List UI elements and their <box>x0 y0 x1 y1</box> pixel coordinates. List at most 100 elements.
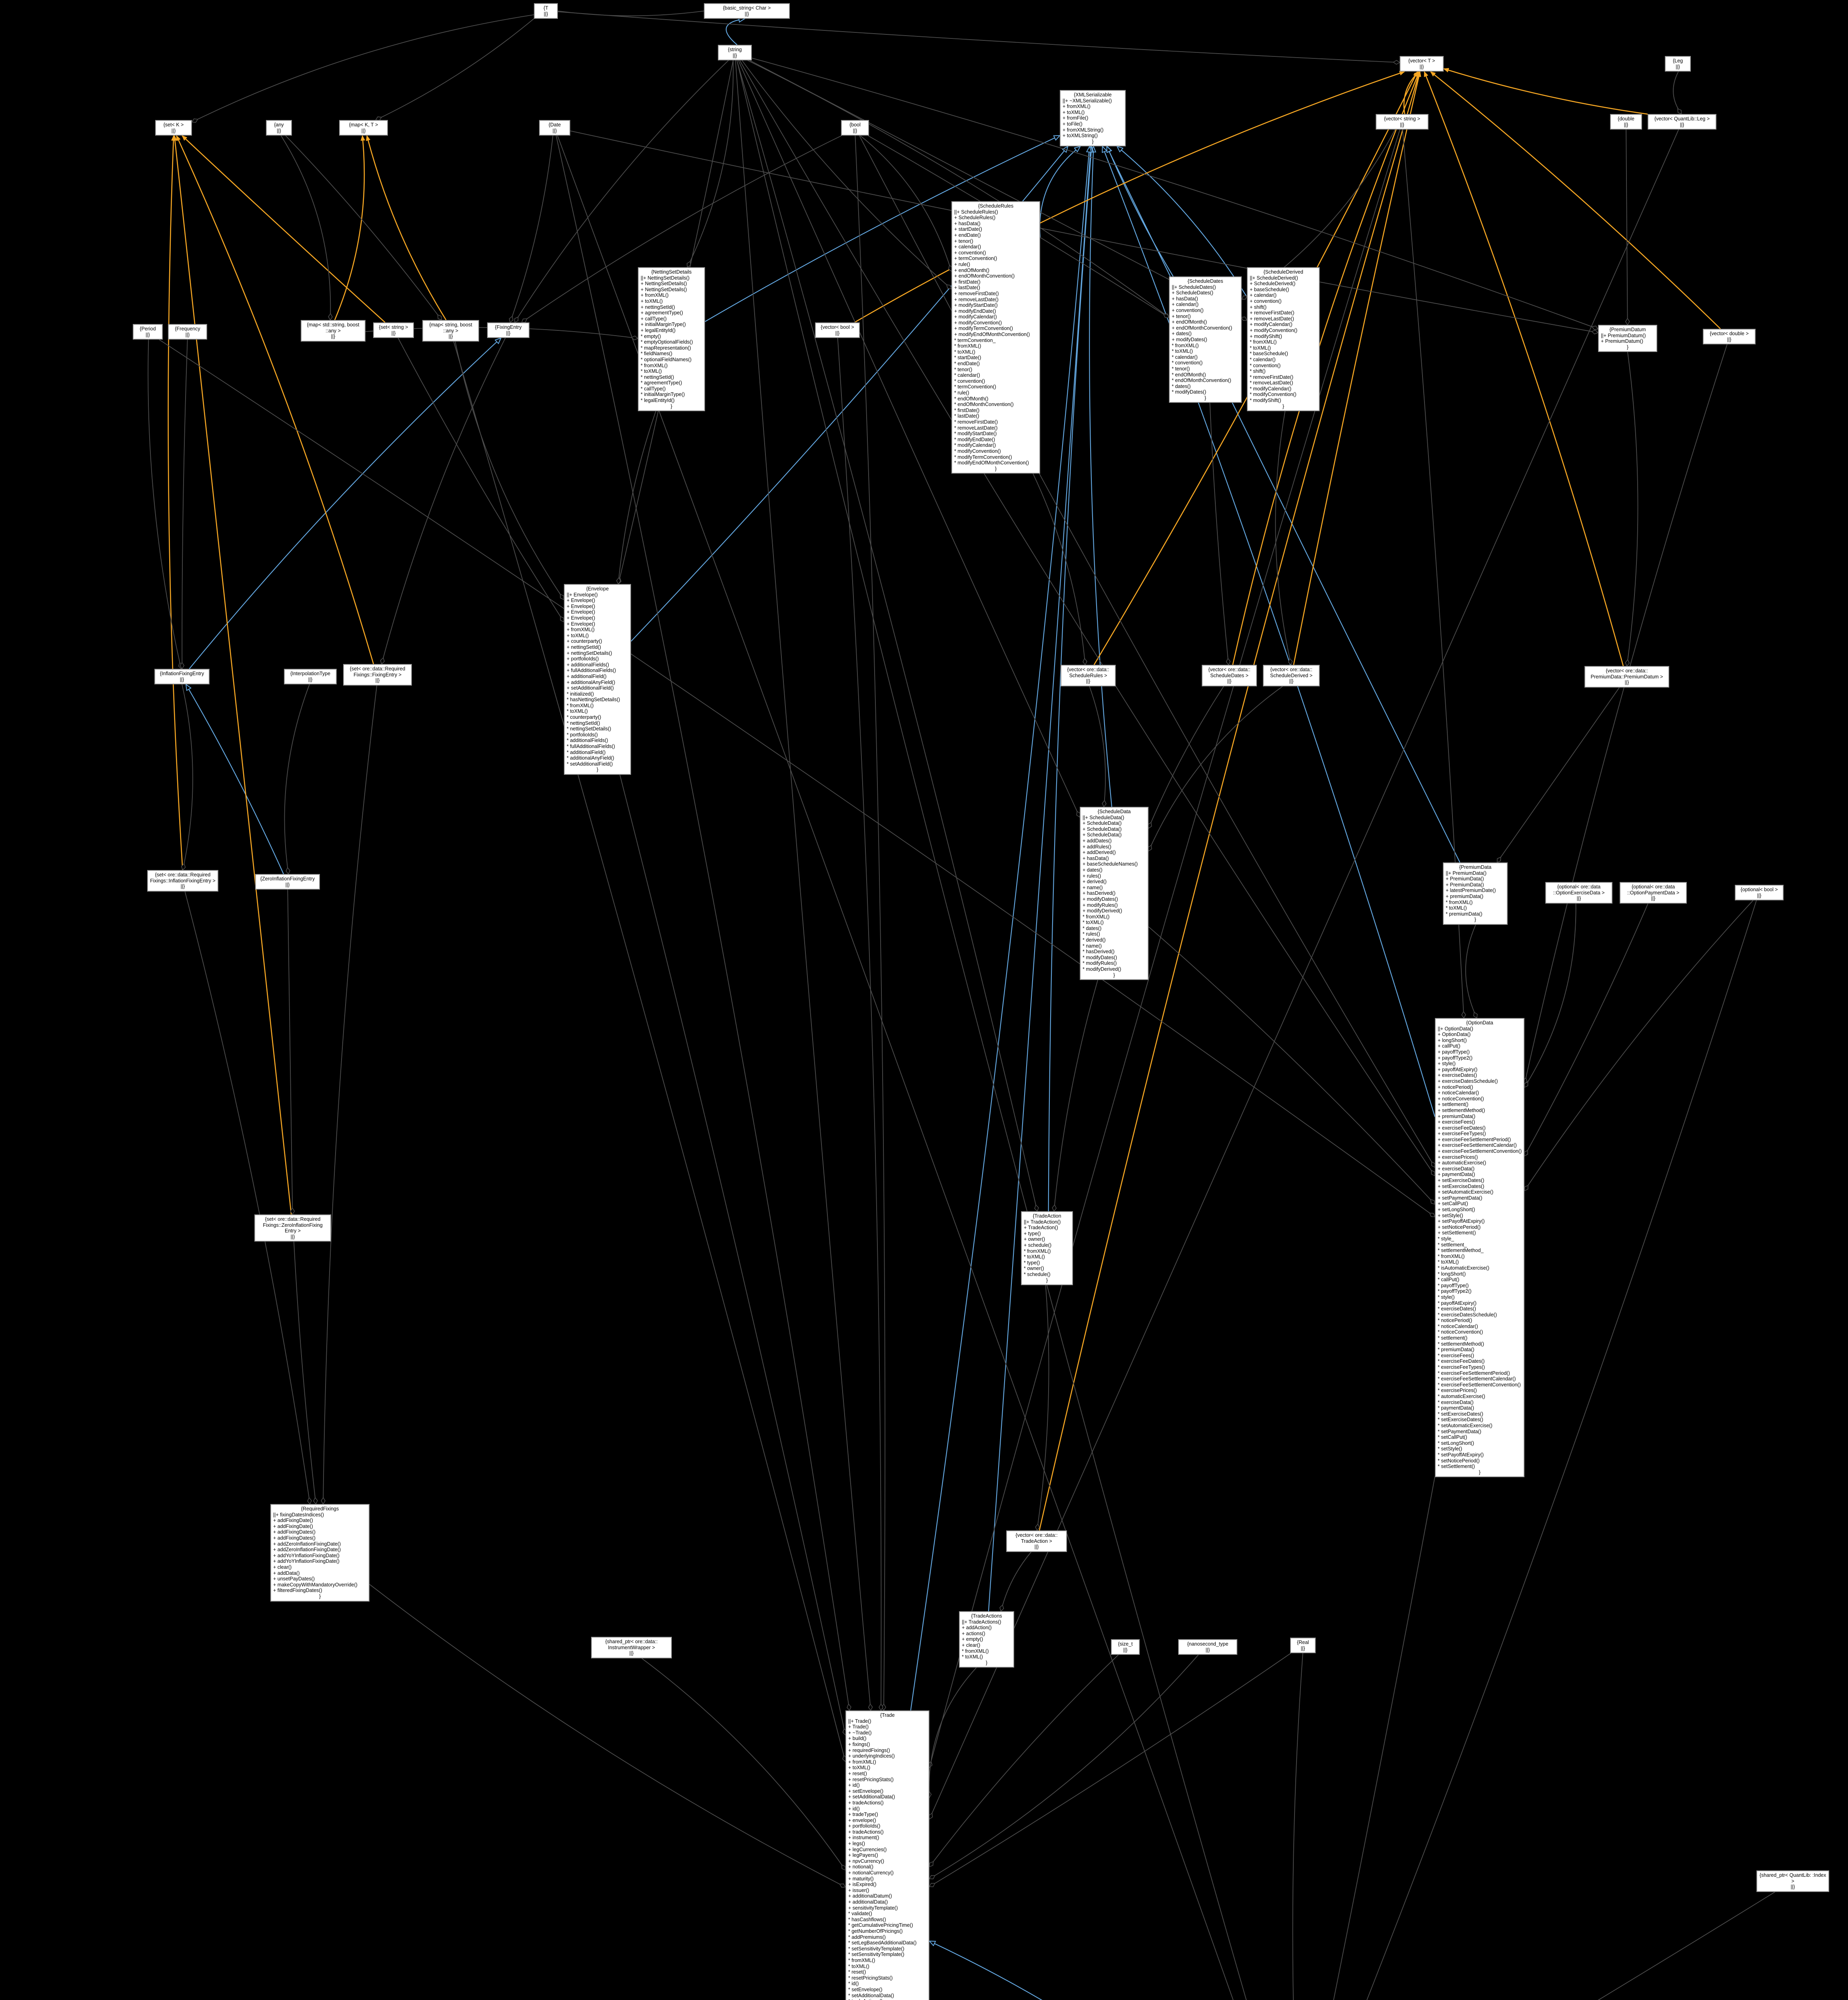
class-node-vector_double[interactable]: {vector< double >||} <box>1703 329 1756 345</box>
member-line: + dates() <box>1083 867 1103 873</box>
class-node-set_k[interactable]: {set< K >||} <box>155 120 192 136</box>
member-line: + ScheduleData() <box>1083 820 1122 826</box>
member-line: * rules() <box>1083 931 1100 937</box>
member-line: + noticeCalendar() <box>1438 1090 1479 1096</box>
member-line: * fullAdditionalFields() <box>567 744 615 750</box>
class-node-premiumdatum[interactable]: {PremiumDatum||+ PremiumDatum()+ Premium… <box>1598 325 1657 352</box>
member-line: + tradeType() <box>848 1812 878 1818</box>
edge-aggregate-period-inflationfixingentry <box>148 339 181 669</box>
member-line: * shift() <box>1250 368 1266 374</box>
class-node-envelope[interactable]: {Envelope||+ Envelope()+ Envelope()+ Env… <box>564 584 631 775</box>
class-node-schedulerules[interactable]: {ScheduleRules||+ ScheduleRules()+ Sched… <box>951 201 1040 474</box>
class-node-vector_bool[interactable]: {vector< bool >||} <box>815 322 860 338</box>
member-line: + setNoticePeriod() <box>1438 1224 1481 1230</box>
class-title: {string <box>728 47 742 52</box>
class-node-map_kt[interactable]: {map< K, T >||} <box>339 120 388 136</box>
member-line: * toXML() <box>962 1654 983 1660</box>
class-node-real[interactable]: {Real||} <box>1290 1638 1316 1654</box>
member-line: + removeFirstDate() <box>954 290 999 296</box>
edge-inherit-scheduledates-xmlserializable <box>1107 146 1174 277</box>
class-node-string[interactable]: {string||} <box>718 45 752 61</box>
class-node-vector_string[interactable]: {vector< string >||} <box>1376 114 1428 130</box>
class-node-set_zeroinflationfixingentry[interactable]: {set< ore::data::Required Fixings::ZeroI… <box>254 1214 331 1242</box>
class-box-close: ||} <box>375 678 380 684</box>
class-node-double[interactable]: {double||} <box>1610 114 1642 130</box>
class-node-zeroinflationfixingentry[interactable]: {ZeroInflationFixingEntry||} <box>255 874 320 890</box>
edge-aggregate-any-map_stdstring_any <box>280 135 331 320</box>
class-node-vector_tradeaction[interactable]: {vector< ore::data:: TradeAction >||} <box>1006 1530 1067 1552</box>
class-box-close: ||} <box>552 128 557 134</box>
class-node-map_string_any[interactable]: {map< string, boost ::any >||} <box>422 320 479 342</box>
class-node-schedulederived[interactable]: {ScheduleDerived||+ ScheduleDerived()+ S… <box>1247 267 1320 412</box>
member-line: + type() <box>1024 1230 1041 1236</box>
class-node-period[interactable]: {Period||} <box>133 324 163 340</box>
member-line: + ScheduleRules() <box>954 215 996 221</box>
class-node-fixingentry[interactable]: {FixingEntry||} <box>487 322 529 338</box>
class-box-close: ||} <box>629 1650 634 1656</box>
class-title: {vector< double > <box>1710 331 1749 336</box>
edge-inherit-string-basic_string <box>725 19 745 45</box>
member-line: * validate() <box>848 1911 872 1917</box>
class-node-premiumdata[interactable]: {PremiumData||+ PremiumData()+ PremiumDa… <box>1443 862 1508 925</box>
class-node-optional_exercise[interactable]: {optional< ore::data ::OptionExerciseDat… <box>1545 882 1612 904</box>
class-node-any[interactable]: {any||} <box>266 120 292 136</box>
class-node-shared_index[interactable]: {shared_ptr< QuantLib: :Index >||} <box>1756 1870 1829 1892</box>
class-node-optional_bool[interactable]: {optional< bool >||} <box>1735 885 1784 901</box>
class-box-close: } <box>1113 972 1115 978</box>
member-line: + toFile() <box>1063 121 1083 127</box>
member-line: + automaticExercise() <box>1438 1160 1486 1166</box>
class-node-frequency[interactable]: {Frequency||} <box>168 324 207 340</box>
class-node-leg[interactable]: {Leg||} <box>1665 56 1691 72</box>
class-node-nettingsetdetails[interactable]: {NettingSetDetails||+ NettingSetDetails(… <box>638 267 705 412</box>
member-line: * additionalAnyField() <box>567 755 614 761</box>
class-box-close: ||} <box>733 52 737 58</box>
class-node-bool[interactable]: {bool||} <box>841 120 869 136</box>
member-line: + additionalDatum() <box>848 1893 892 1899</box>
class-title: {Leg <box>1672 58 1683 64</box>
class-node-inflationfixingentry[interactable]: {InflationFixingEntry||} <box>154 669 210 685</box>
class-node-tradeaction[interactable]: {TradeAction||+ TradeAction()+ TradeActi… <box>1021 1211 1073 1286</box>
member-line: * tenor() <box>1172 366 1190 372</box>
class-node-vector_ql_leg[interactable]: {vector< QuantLib::Leg >||} <box>1648 114 1716 130</box>
class-node-vector_schedulerules[interactable]: {vector< ore::data:: ScheduleRules >||} <box>1061 665 1116 686</box>
class-node-trade[interactable]: {Trade||+ Trade()+ Trade()+ ~Trade()+ bu… <box>845 1710 929 2000</box>
member-line: * termConvention_ <box>954 337 996 343</box>
class-node-requiredfixings[interactable]: {RequiredFixings||+ fixingDatesIndices()… <box>270 1504 370 1602</box>
class-node-tradeactions[interactable]: {TradeActions||+ TradeActions()+ addActi… <box>959 1611 1014 1668</box>
class-node-set_inflationfixingentry[interactable]: {set< ore::data::Required Fixings::Infla… <box>147 870 218 892</box>
member-line: + noticeConvention() <box>1438 1096 1484 1102</box>
class-node-t[interactable]: {T||} <box>534 3 558 19</box>
class-node-optional_payment[interactable]: {optional< ore::data ::OptionPaymentData… <box>1620 882 1687 904</box>
class-node-set_fixingentry[interactable]: {set< ore::data::Required Fixings::Fixin… <box>343 664 412 686</box>
member-line: * setLongShort() <box>1438 1440 1474 1446</box>
class-node-interpolationtype[interactable]: {InterpolationType||} <box>284 669 337 685</box>
member-line: + settlement() <box>1438 1102 1468 1108</box>
class-title: {XMLSerializable <box>1074 92 1112 98</box>
member-line: * calendar() <box>1250 356 1276 362</box>
member-line: + nettingSetDetails() <box>567 650 612 656</box>
class-node-vector_schedulederived[interactable]: {vector< ore::data:: ScheduleDerived >||… <box>1263 665 1320 686</box>
class-node-set_string[interactable]: {set< string >||} <box>373 322 414 338</box>
member-line: + NettingSetDetails() <box>641 281 687 287</box>
class-node-map_stdstring_any[interactable]: {map< std::string, boost ::any >||} <box>301 320 366 342</box>
class-node-scheduledata[interactable]: {ScheduleData||+ ScheduleData()+ Schedul… <box>1080 807 1149 980</box>
class-node-shared_instr[interactable]: {shared_ptr< ore::data:: InstrumentWrapp… <box>591 1637 672 1658</box>
class-node-basic_string[interactable]: {basic_string< Char >||} <box>704 3 790 19</box>
class-node-vector_scheduledates[interactable]: {vector< ore::data:: ScheduleDates >||} <box>1202 665 1257 686</box>
class-node-size_t[interactable]: {size_t||} <box>1111 1639 1140 1655</box>
class-node-date[interactable]: {Date||} <box>539 120 570 136</box>
class-node-scheduledates[interactable]: {ScheduleDates||+ ScheduleDates()+ Sched… <box>1169 276 1242 403</box>
member-line: + setAdditionalField() <box>567 685 614 691</box>
class-title: {vector< ore::data:: ScheduleDates > <box>1208 667 1251 678</box>
class-box-close: } <box>670 403 673 409</box>
class-node-optiondata[interactable]: {OptionData||+ OptionData()+ OptionData(… <box>1435 1018 1524 1478</box>
member-line: + legCurrencies() <box>848 1846 887 1852</box>
member-line: * nettingSetDetails() <box>567 726 611 732</box>
class-node-vector_premiumdatum[interactable]: {vector< ore::data:: PremiumData::Premiu… <box>1584 666 1669 688</box>
member-line: + addRules() <box>1083 844 1111 850</box>
class-node-nanosecond_type[interactable]: {nanosecond_type||} <box>1178 1639 1237 1655</box>
member-line: + notionalCurrency() <box>848 1870 894 1876</box>
class-node-xmlserializable[interactable]: {XMLSerializable||+ ~XMLSerializable()+ … <box>1060 90 1126 147</box>
class-node-vector_t[interactable]: {vector< T >||} <box>1400 56 1444 72</box>
class-title: {NettingSetDetails <box>651 269 692 275</box>
